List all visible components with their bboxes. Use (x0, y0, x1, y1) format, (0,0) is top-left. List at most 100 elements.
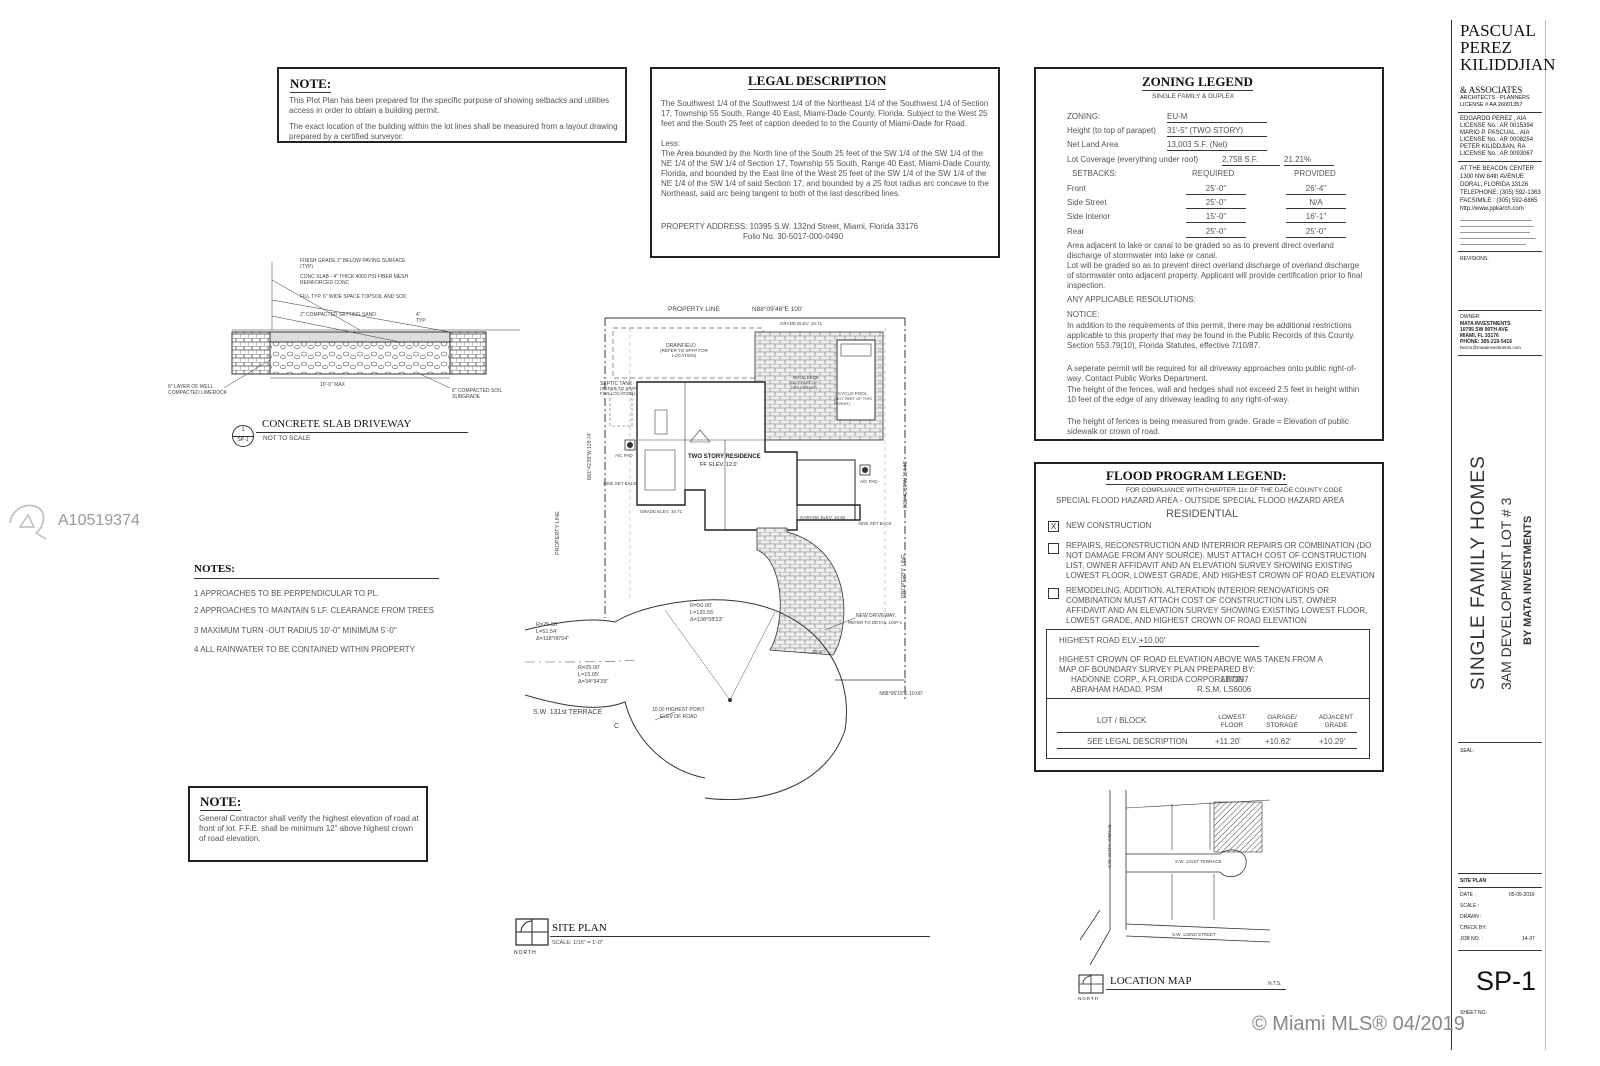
location-street-1: S.W. 131ST TERRACE (1175, 859, 1222, 864)
titleblock-seal-label: SEAL: (1460, 748, 1475, 754)
flood-table-header-lot: LOT / BLOCK (1097, 716, 1147, 725)
location-nts: N.T.S. (1268, 981, 1282, 987)
titleblock-partner: MARIO P. PASCUAL , AIA (1460, 130, 1530, 136)
highest-road-value: +10.00' (1139, 636, 1259, 647)
titleblock-website: http://www.ppkarch.com (1460, 206, 1524, 212)
titleblock-address: DORAL, FLORIDA 33126 (1460, 182, 1529, 188)
flood-table-rule (1057, 732, 1357, 733)
titleblock-address: 1300 NW 84th AVENUE (1460, 174, 1524, 180)
zoning-row-value: 13,003 S.F. (Net) (1167, 140, 1267, 151)
driveway-leader-3 (271, 299, 451, 333)
titleblock-address: FACSIMILE : (305) 592-6865 (1460, 198, 1538, 204)
pool-inner (840, 343, 872, 357)
location-north-icon (1078, 974, 1104, 994)
site-new-driveway: NEW DRIVEWAY. (856, 613, 896, 619)
kitchen-island (654, 409, 668, 435)
zoning-p1: Area adjacent to lake or canal to be gra… (1067, 241, 1334, 260)
highest-road-label: HIGHEST ROAD ELV.: (1059, 636, 1141, 645)
map-street-horizontal (1125, 935, 1271, 943)
zoning-row-label: Height (to top of parapet) (1067, 126, 1156, 135)
site-bearing-right: N01°42'39"W 134.45' (903, 460, 909, 508)
titleblock-rule (1458, 873, 1542, 874)
site-bearing-top: N88°09'46"E 100' (752, 306, 803, 313)
setback-label: Front (1067, 184, 1086, 193)
zoning-p7: The height of the fences, wall and hedge… (1067, 385, 1360, 404)
notes-item: 2 APPROACHES TO MAINTAIN 5 LF. CLEARANCE… (194, 606, 434, 615)
titleblock-owner: MATA INVESTMENTS (1460, 321, 1511, 327)
titleblock-address: AT THE BEACON CENTER (1460, 166, 1535, 172)
map-street-diagonal (1080, 909, 1111, 966)
driveway-subtitle: NOT TO SCALE (263, 435, 311, 442)
titleblock-fineprint (1460, 238, 1536, 239)
driveway-tag-divider (233, 436, 253, 437)
crown-line-4b: R.S.M. LS6006 (1197, 685, 1252, 694)
notes-item: 4 ALL RAINWATER TO BE CONTAINED WITHIN P… (194, 645, 415, 654)
map-lot-line (1125, 799, 1271, 809)
location-map-drawing (1080, 790, 1271, 966)
titleblock-rule (1458, 161, 1542, 162)
titleblock-firm-3: KILIDDJIAN (1460, 55, 1556, 74)
zoning-p8: The height of fences is being measured f… (1067, 417, 1349, 436)
zoning-subtitle: SINGLE FAMILY & DUPLEX (1152, 93, 1235, 100)
flood-item-checkbox (1048, 588, 1059, 599)
titleblock-partner-license: LICENSE No.: AR 0015394 (1460, 123, 1534, 129)
drainfield (612, 327, 764, 379)
mls-listing-id: A10519374 (58, 512, 140, 529)
titleblock-firm-5: ARCHITECTS - PLANNERS (1460, 95, 1530, 101)
driveway-leader-5 (223, 359, 271, 389)
titleblock-fineprint (1460, 220, 1532, 221)
note-bottom-box: NOTE: General Contractor shall verify th… (188, 786, 428, 862)
zoning-row-label: ZONING: (1067, 112, 1101, 121)
new-driveway (756, 527, 845, 656)
garage (796, 459, 856, 521)
titleblock-job-value: 14-37 (1522, 936, 1535, 942)
titleblock-rule (1458, 310, 1542, 311)
flood-sub2: SPECIAL FLOOD HAZARD AREA - OUTSIDE SPEC… (1056, 496, 1345, 505)
driveway-leader-4 (271, 315, 401, 343)
setbacks-required-label: REQUIRED (1192, 169, 1235, 178)
titleblock-address: TELEPHONE: (305) 592-1363 (1460, 190, 1541, 196)
note-bottom-title: NOTE: (200, 794, 242, 811)
setback-provided: 26'-4" (1286, 184, 1346, 195)
setback-required: 25'-0" (1186, 184, 1246, 195)
setback-label: Side Street (1067, 198, 1107, 207)
titleblock-job-label: JOB NO. : (1460, 936, 1483, 942)
titleblock-rule (1458, 742, 1542, 743)
map-subject-lot (1213, 801, 1263, 853)
flood-table-lowest-value: +11.20' (1215, 737, 1241, 746)
flood-sub1: FOR COMPLIANCE WITH CHAPTER 11c OF THE D… (1126, 487, 1343, 494)
ac-pad-right (859, 464, 871, 476)
titleblock-firm-2: PEREZ (1460, 38, 1512, 57)
setback-label: Side Interior (1067, 212, 1111, 221)
titleblock-fineprint (1460, 232, 1530, 233)
zoning-legend-box: ZONING LEGEND SINGLE FAMILY & DUPLEX ZON… (1034, 67, 1384, 441)
setback-provided: 25'-0" (1286, 227, 1346, 238)
site-plan-title: SITE PLAN (552, 922, 607, 934)
site-ff-elev: FF. ELEV. 12.0' (700, 462, 738, 468)
driveway-limerock (269, 341, 451, 375)
titleblock-rule (1458, 251, 1542, 252)
zoning-p5: In addition to the requirements of this … (1067, 321, 1356, 350)
titleblock-owner-email: hector@matainvestments.com (1460, 345, 1521, 350)
pool (836, 339, 876, 421)
notes-item: 3 MAXIMUM TURN -OUT RADIUS 10'-0" MINIMU… (194, 626, 397, 635)
notes-rule (194, 578, 439, 579)
driveway-leader-2 (271, 279, 361, 331)
site-plan-title-rule (550, 936, 930, 937)
legal-folio: Folio No. 30-5017-000-0490 (743, 232, 844, 241)
titleblock-sheet-title: SITE PLAN (1460, 878, 1487, 884)
titleblock-rule (1458, 887, 1542, 888)
mls-copyright: © Miami MLS® 04/2019 (1252, 1013, 1465, 1035)
zoning-row-value: 2,758 S.F. (1222, 155, 1280, 166)
site-drainfield-sub: (REFER TO SPFP FOR LOCATION) (660, 348, 708, 358)
zoning-p6: A seperate permit will be required for a… (1067, 364, 1357, 383)
site-septic-label: SEPTIC TANK (600, 381, 633, 387)
titleblock-fineprint (1460, 244, 1526, 245)
site-side-setback-right: SIDE SET BACK (858, 521, 892, 526)
driveway-tag-sheet: SP-1 (237, 437, 249, 443)
setback-required: 25'-0" (1186, 198, 1246, 209)
road-edge-bottom (525, 694, 706, 779)
setback-required: 15'-0" (1186, 212, 1246, 223)
driveway-callout-4: 2" COMPACTED SETTING SAND (300, 312, 376, 318)
driveway-callout-3: FILL TYP. 6" WIDE SPACE TOPSOIL AND SOD (300, 294, 407, 300)
